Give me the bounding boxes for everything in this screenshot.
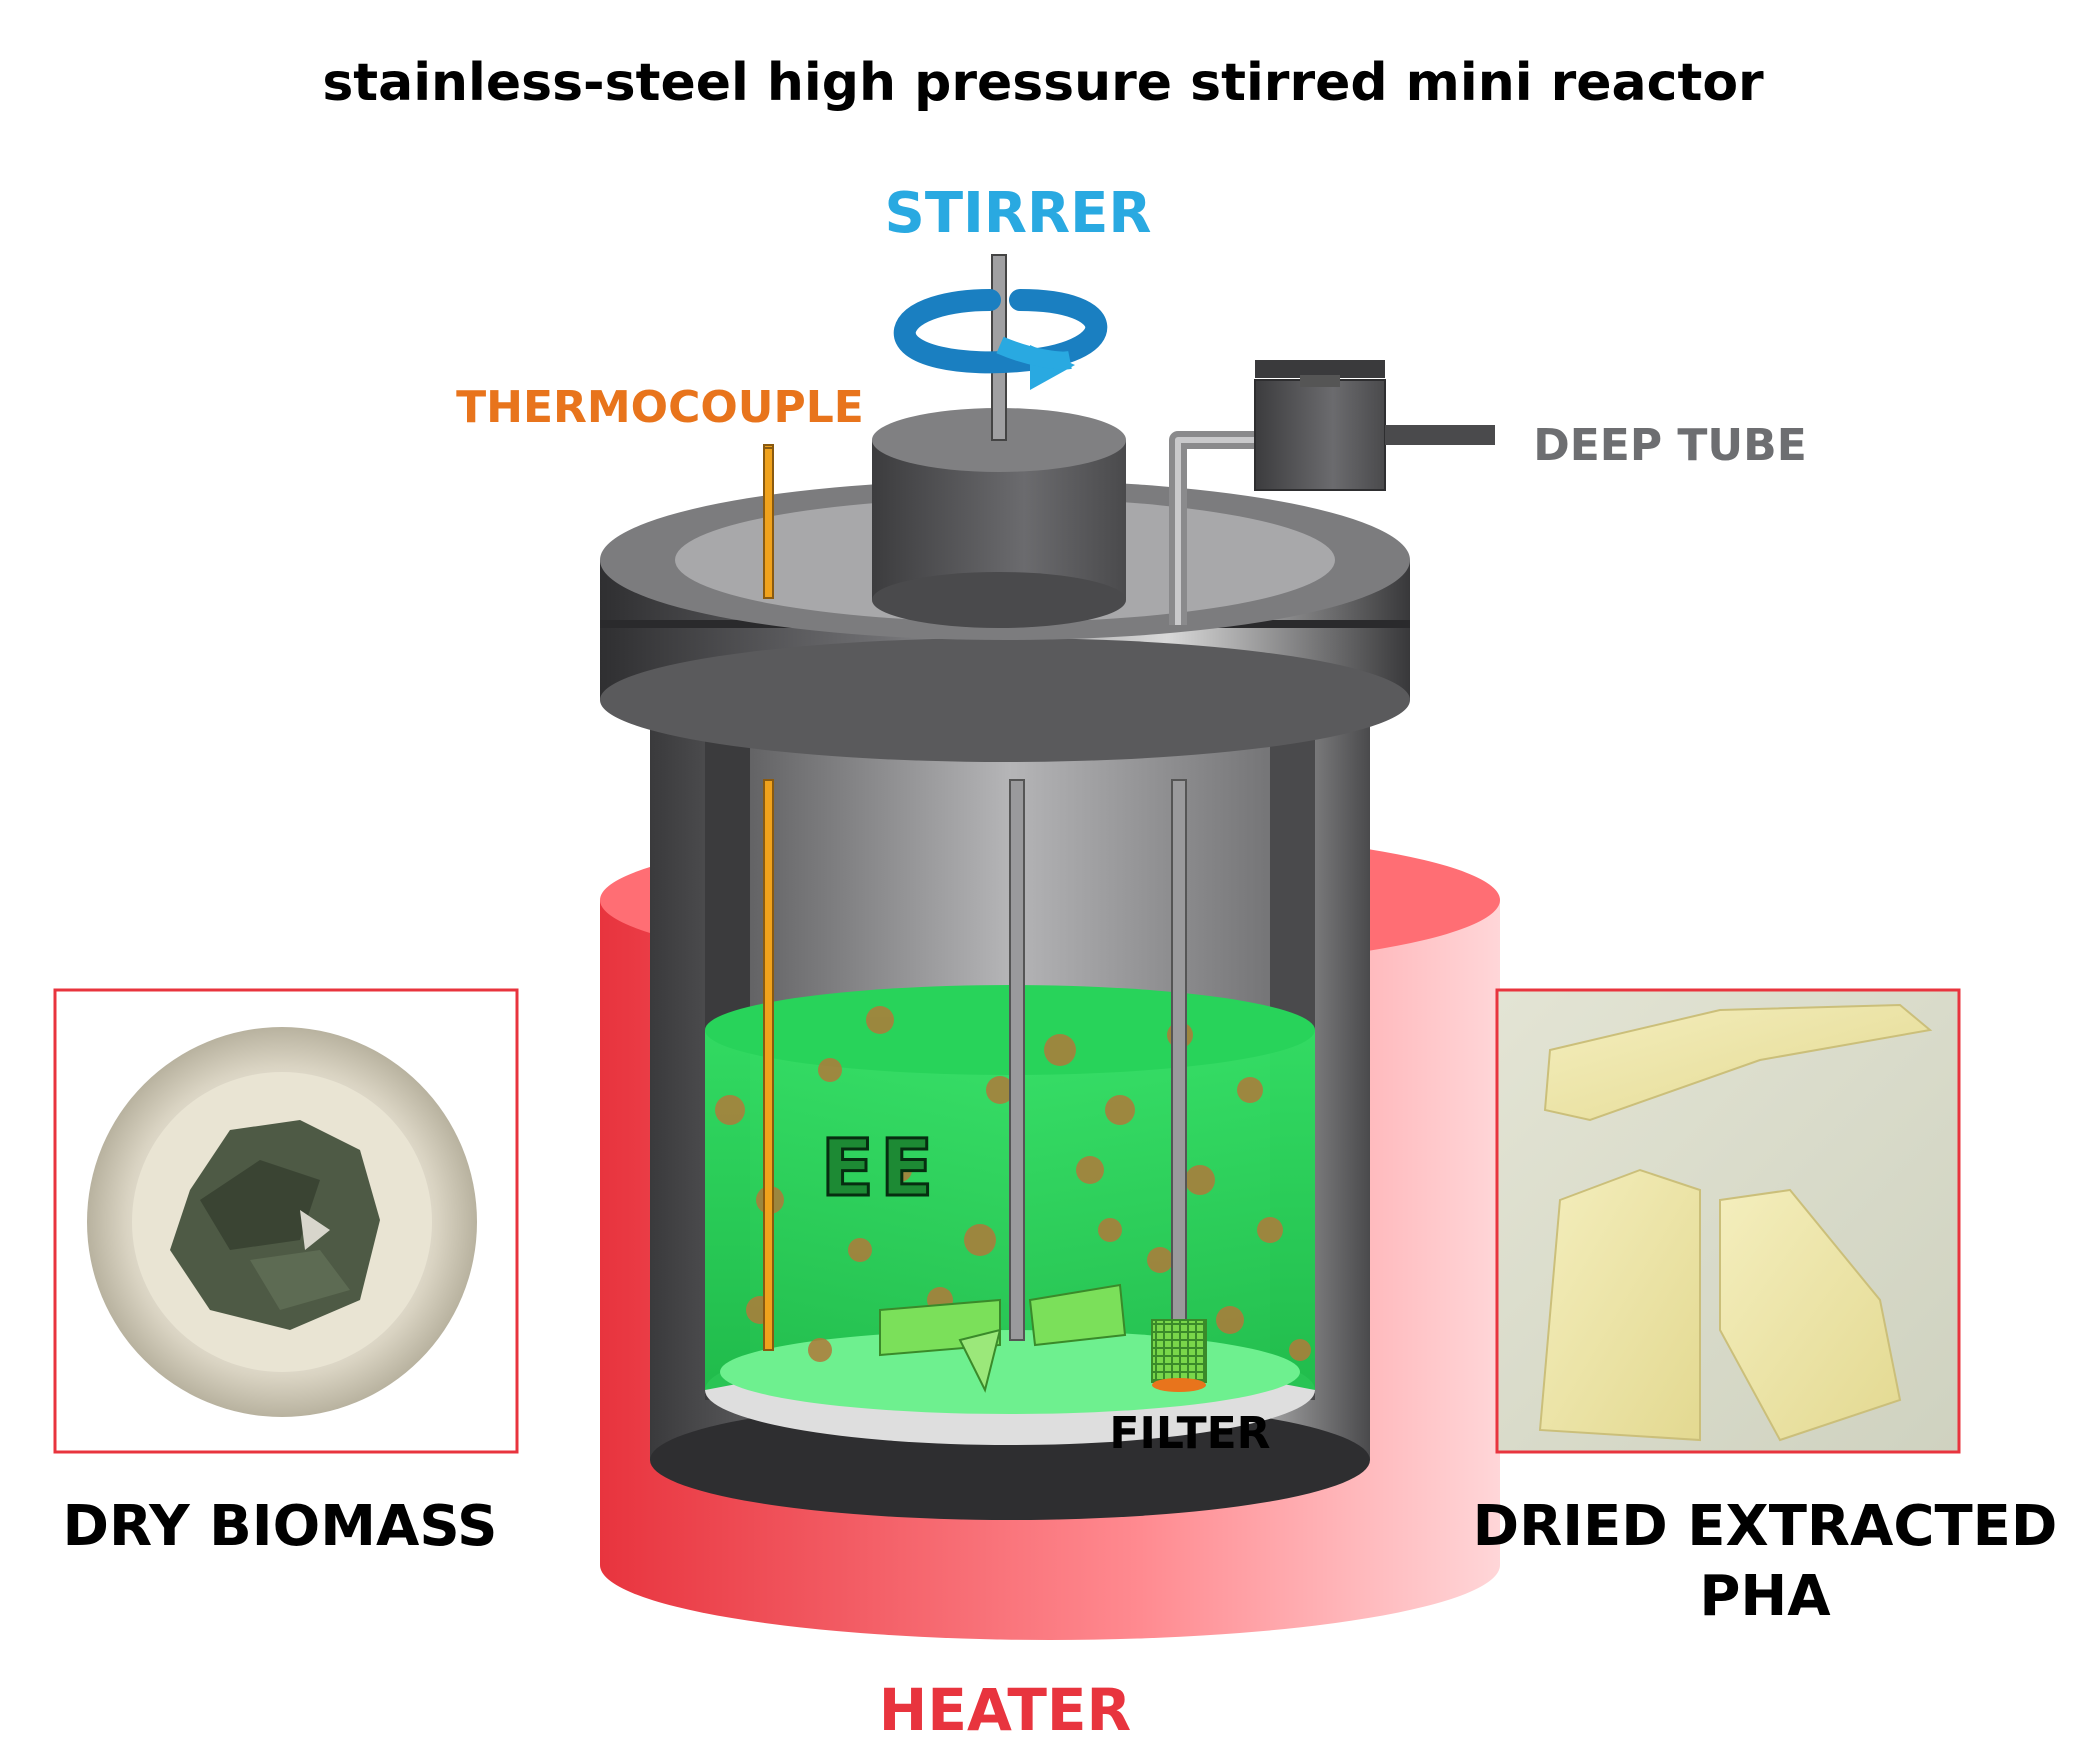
dried-pha-label-line2: PHA (1699, 1564, 1831, 1629)
thermocouple-label: THERMOCOUPLE (456, 382, 864, 433)
thermocouple-top (763, 447, 774, 599)
stirrer-motor-cap (872, 254, 1126, 628)
valve-body (1254, 379, 1386, 491)
filter-label: FILTER (1109, 1408, 1270, 1459)
heater-label: HEATER (879, 1676, 1131, 1744)
rotation-arrow-icon (893, 289, 1108, 390)
dried-pha-photo (1495, 988, 1961, 1454)
deep-tube-outer (1169, 360, 1495, 625)
deep-tube-label: DEEP TUBE (1533, 420, 1807, 471)
deep-tube-inner (1151, 779, 1207, 1392)
dried-pha-label-line1: DRIED EXTRACTED (1473, 1494, 2058, 1559)
stirrer-label: STIRRER (885, 181, 1152, 246)
solvent-label: EE (821, 1124, 940, 1214)
dry-biomass-photo (53, 988, 519, 1454)
diagram-title: stainless-steel high pressure stirred mi… (322, 53, 1764, 113)
dry-biomass-label: DRY BIOMASS (63, 1494, 498, 1559)
filter-mesh (1151, 1319, 1207, 1383)
stirrer-impeller (879, 779, 1127, 1393)
